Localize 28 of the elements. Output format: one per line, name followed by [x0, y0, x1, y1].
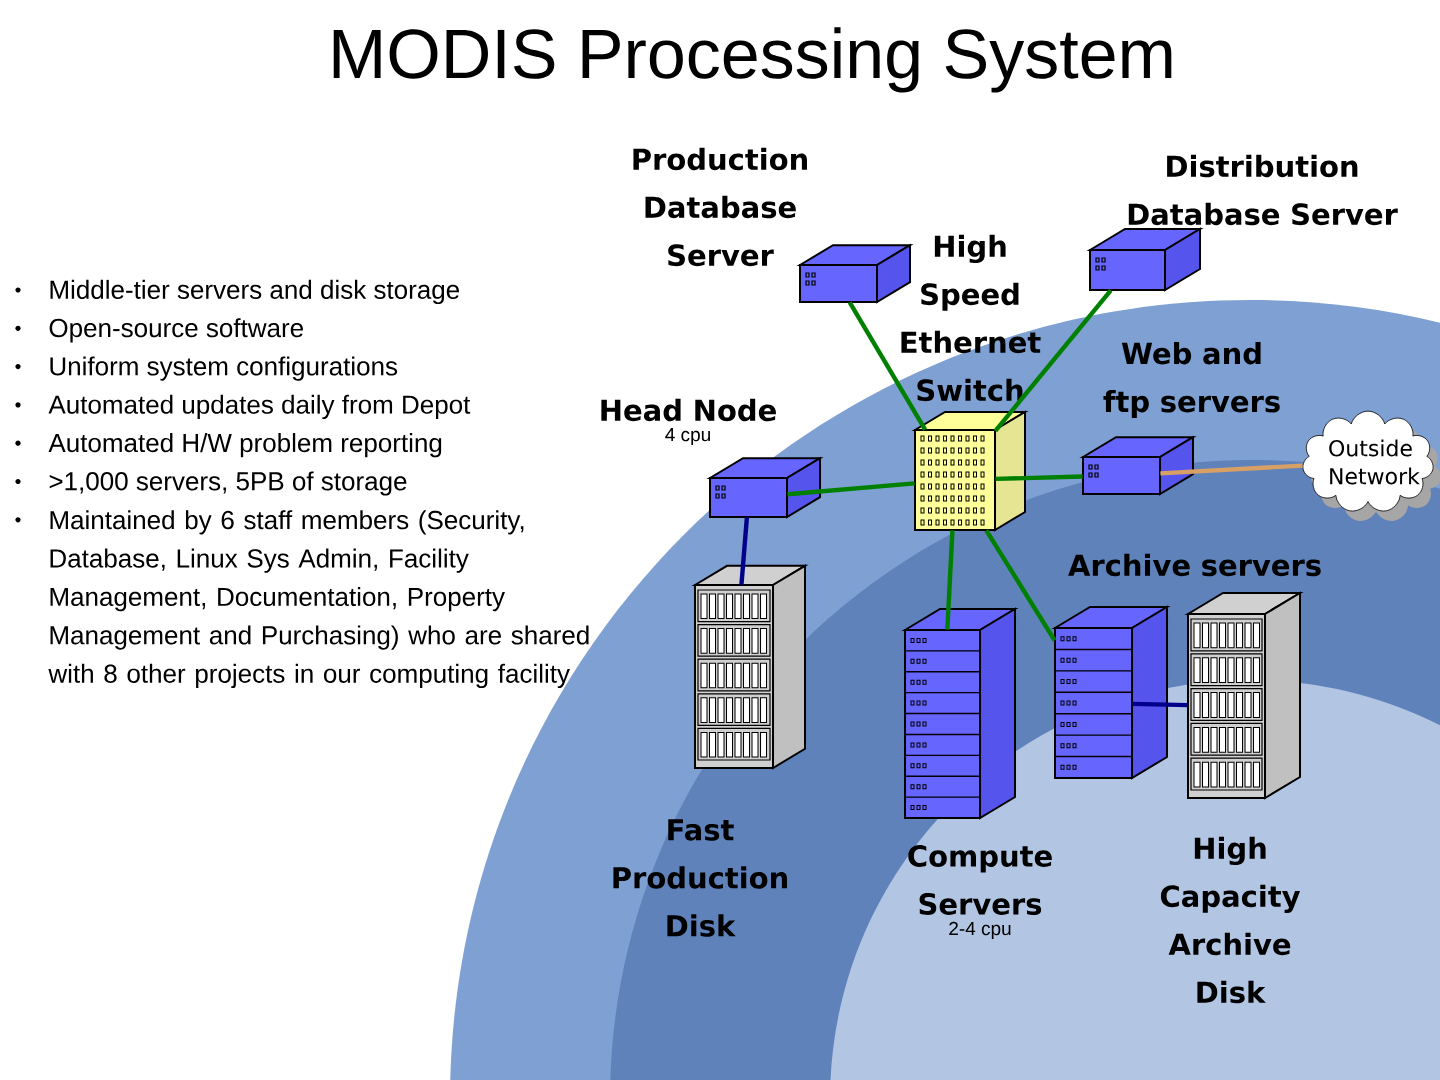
server-label: Archive servers: [1068, 553, 1321, 577]
server-label: Fast Production Disk: [613, 819, 787, 937]
server-label: Compute Servers: [908, 845, 1052, 915]
server-label: Head Node: [601, 398, 776, 422]
bullet-text: Middle-tier servers and disk storage: [50, 279, 459, 305]
title: MODIS Processing System: [333, 27, 1172, 93]
connector-line: [739, 517, 750, 585]
bullet-text: Automated updates daily from Depot: [48, 394, 471, 419]
connector-line: [847, 301, 928, 431]
spec-note: 2-4 cpu: [949, 921, 1011, 939]
connector-line: [945, 530, 955, 630]
bullet-text: Uniform system configurations: [50, 356, 398, 381]
server-label: Distribution Database Server: [1128, 154, 1398, 226]
spec-note: 4 cpu: [665, 428, 710, 446]
connector-line: [993, 289, 1113, 433]
connector-line: [787, 481, 915, 497]
connector-line: [1160, 463, 1303, 476]
connector-line: [984, 529, 1057, 642]
server-label: High Speed Ethernet Switch: [901, 234, 1041, 402]
connector-line: [1132, 701, 1188, 708]
server-label: High Capacity Archive Disk: [1160, 836, 1301, 1004]
connector-line: [995, 474, 1083, 482]
server-label: Production Database Server: [633, 147, 807, 267]
bullet-text: Automated H/W problem reporting: [48, 433, 442, 458]
server-label: Web and ftp servers: [1103, 341, 1280, 418]
bullet-text: >1,000 servers, 5PB of storage: [49, 471, 407, 496]
bullet-text: Open-source software: [49, 318, 303, 343]
bullet-text: Maintained by 6 staff members (Security, Database, Linux Sys Admin, Facility Management, Documentation, Property Management and Purchasing) who are shared with 8 other projects in our computing facility: [48, 510, 589, 689]
